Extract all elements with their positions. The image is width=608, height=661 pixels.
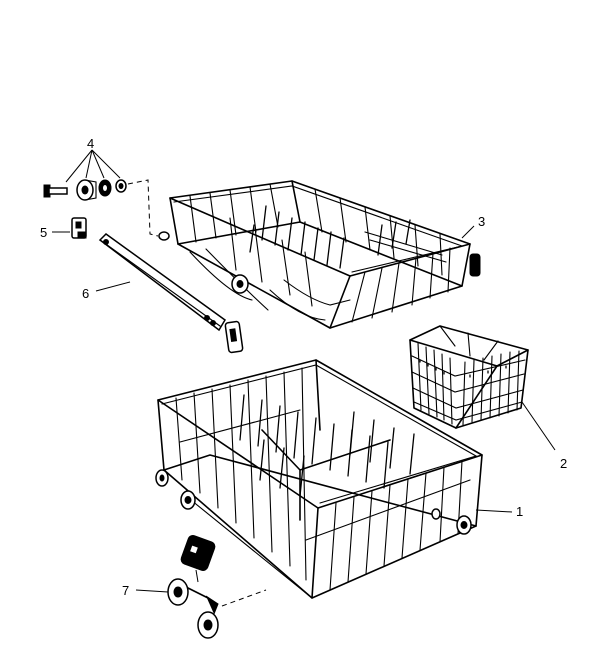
callout-5: 5 xyxy=(40,225,47,240)
part-3-upper-rack: 3 xyxy=(158,180,485,329)
callout-4: 4 xyxy=(87,136,94,151)
callout-7: 7 xyxy=(122,583,129,598)
part-2-silverware-basket: 2 xyxy=(409,325,567,471)
callout-6: 6 xyxy=(82,286,89,301)
part-7-lower-wheel: 7 xyxy=(122,535,267,639)
callout-3: 3 xyxy=(478,214,485,229)
callout-2: 2 xyxy=(560,456,567,471)
part-6-rack-track: 6 xyxy=(82,233,244,354)
nut xyxy=(115,179,127,193)
leader-2 xyxy=(521,401,556,451)
roller xyxy=(76,179,97,201)
leader-4b xyxy=(85,149,93,179)
part-5-track-stop: 5 xyxy=(40,217,87,240)
part-1-lower-rack: 1 xyxy=(155,359,523,599)
washer xyxy=(98,179,112,197)
callout-1: 1 xyxy=(516,504,523,519)
part-4-hardware: 4 xyxy=(43,136,159,237)
leader-1 xyxy=(475,509,513,513)
leader-3 xyxy=(461,225,475,239)
leader-4c xyxy=(91,149,105,179)
screw xyxy=(43,184,68,198)
assembly-line-4 xyxy=(127,179,159,237)
leader-6 xyxy=(95,281,131,292)
leader-4d xyxy=(91,149,121,179)
assembly-line-7 xyxy=(221,589,267,607)
leader-4a xyxy=(65,149,93,183)
leader-7 xyxy=(135,589,169,593)
